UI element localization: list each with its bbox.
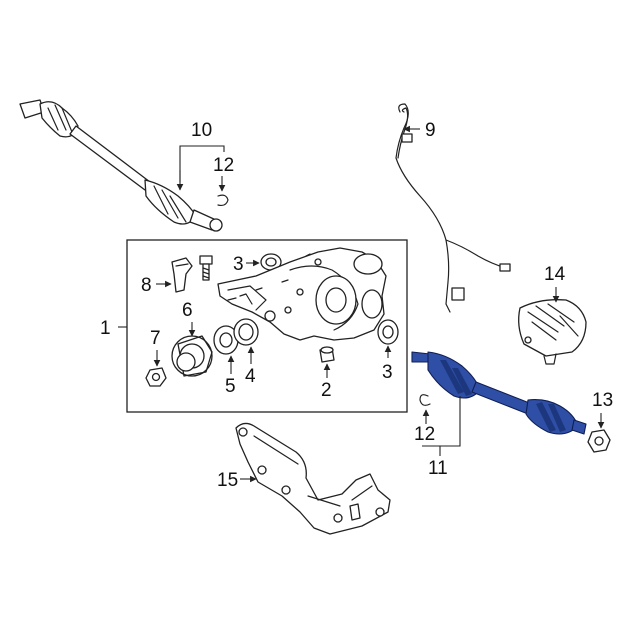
- callout-1: 1: [100, 318, 111, 339]
- callout-12a-group: 12: [213, 155, 234, 192]
- callout-6-group: 6: [182, 300, 196, 337]
- callout-4: 4: [245, 366, 256, 387]
- snap-ring-right[interactable]: [419, 394, 431, 406]
- callout-6: 6: [182, 300, 193, 321]
- assembly-box: [126, 239, 408, 413]
- mounting-bracket[interactable]: [235, 422, 391, 535]
- axle-nut[interactable]: [587, 429, 611, 453]
- callout-9: 9: [425, 120, 436, 141]
- callout-9-group: 9: [403, 120, 436, 141]
- callout-8: 8: [141, 275, 152, 296]
- vent-hose[interactable]: [395, 103, 511, 313]
- spacer-ring[interactable]: [213, 325, 239, 355]
- callout-3-top: 3: [233, 254, 244, 275]
- callout-10-group: 10: [176, 120, 225, 191]
- callout-10-bracket: [179, 145, 225, 182]
- callout-2: 2: [321, 380, 332, 401]
- speed-sensor[interactable]: [171, 257, 193, 293]
- right-axle-shaft[interactable]: [411, 351, 587, 435]
- callout-3b-group: 3: [382, 345, 393, 383]
- snap-ring-left[interactable]: [217, 194, 229, 207]
- callout-5-group: 5: [225, 355, 236, 397]
- axle-seal-right[interactable]: [377, 319, 399, 345]
- differential-cover[interactable]: [518, 299, 587, 365]
- callout-7: 7: [150, 328, 161, 349]
- callout-12-top: 12: [213, 155, 234, 176]
- callout-4-group: 4: [245, 346, 256, 387]
- callout-14-group: 14: [544, 264, 566, 303]
- callout-12-bottom: 12: [414, 424, 435, 445]
- callout-5: 5: [225, 376, 236, 397]
- callout-13-group: 13: [592, 390, 613, 429]
- differential-assembly-group: 1: [100, 239, 408, 413]
- left-axle-shaft[interactable]: [19, 99, 223, 232]
- callout-3a-group: 3: [233, 254, 260, 275]
- callout-7-group: 7: [150, 328, 161, 367]
- sensor-bolt[interactable]: [199, 255, 213, 281]
- flange-nut[interactable]: [145, 367, 167, 387]
- callout-10: 10: [191, 120, 212, 141]
- drain-plug[interactable]: [319, 346, 335, 363]
- callout-12b-group: 12: [414, 394, 435, 445]
- differential-housing[interactable]: [217, 247, 387, 341]
- output-flange[interactable]: [171, 335, 213, 377]
- callout-11: 11: [428, 458, 448, 479]
- callout-11-bracket: [422, 396, 461, 447]
- callout-2-group: 2: [321, 363, 332, 401]
- callout-8-group: 8: [141, 275, 172, 296]
- axle-seal-left[interactable]: [233, 318, 259, 346]
- callout-11-group: 11: [422, 396, 461, 479]
- callout-15: 15: [217, 470, 238, 491]
- callout-3-right: 3: [382, 362, 393, 383]
- callout-15-group: 15: [217, 470, 257, 491]
- callout-14: 14: [544, 264, 566, 285]
- callout-13: 13: [592, 390, 613, 411]
